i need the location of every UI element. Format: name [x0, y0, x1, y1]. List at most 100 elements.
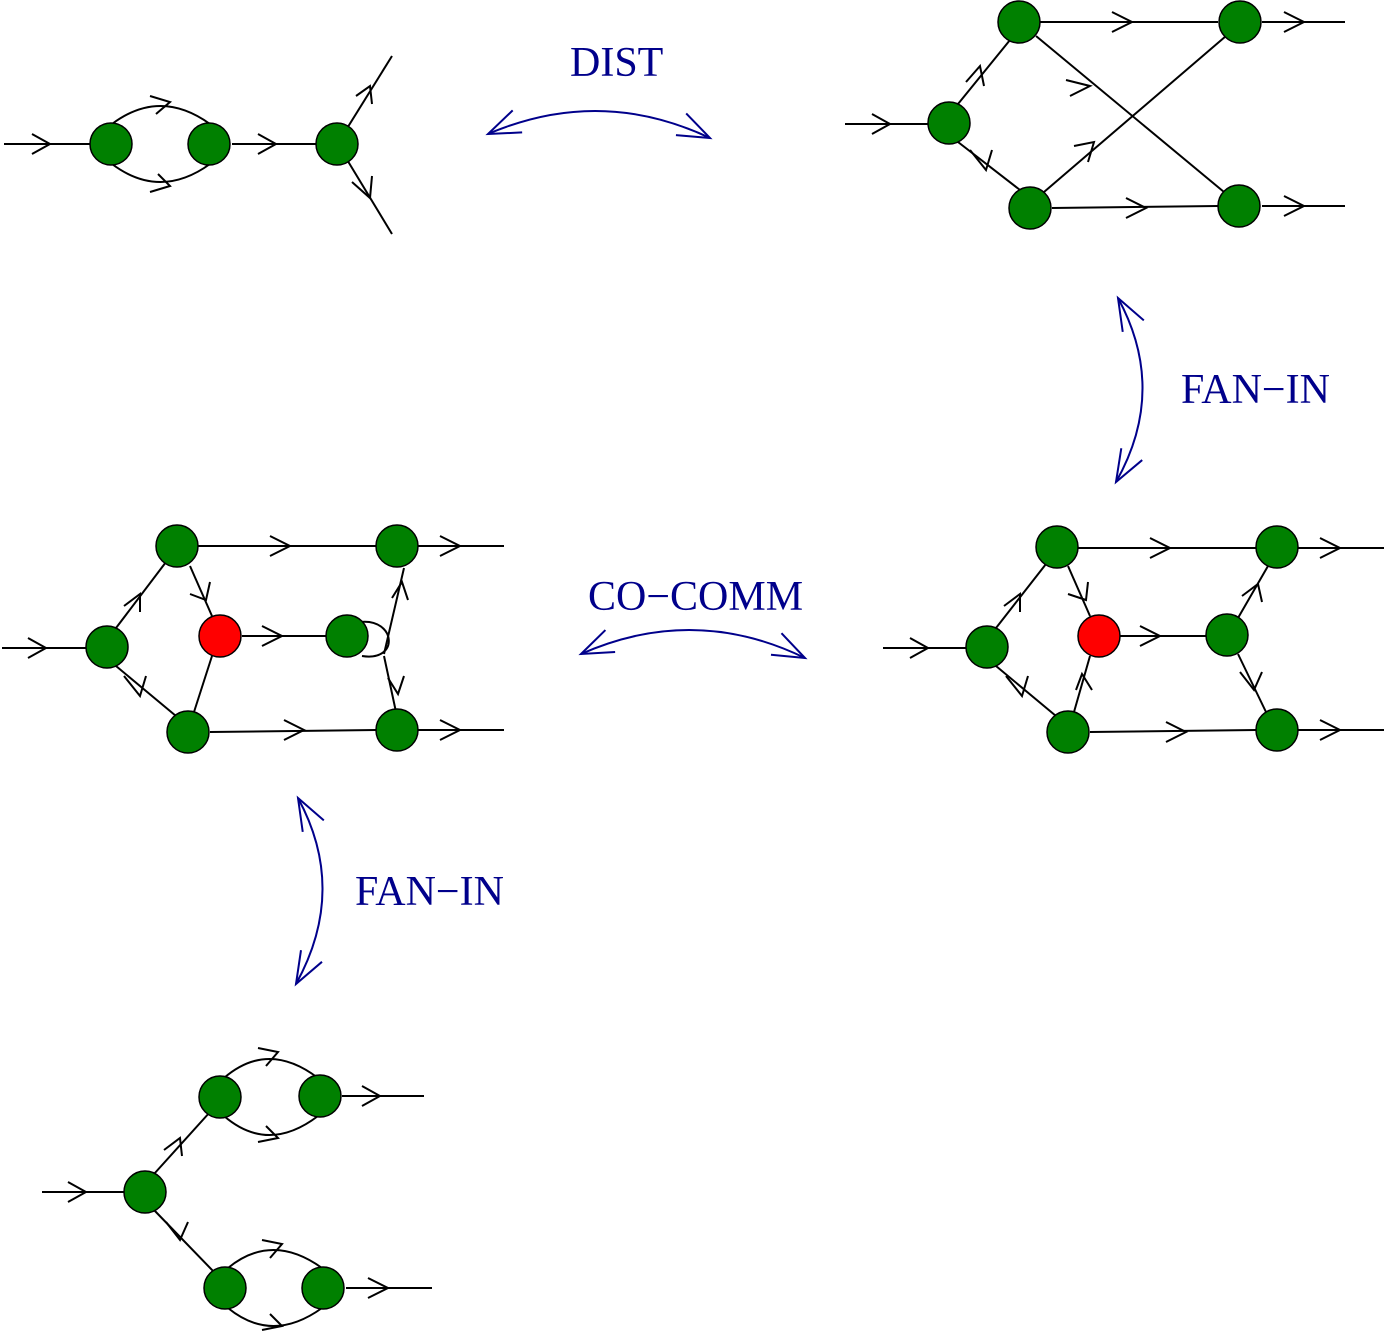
graph-node	[1255, 708, 1299, 752]
edge-arrow-icon	[909, 637, 931, 659]
graph-node	[187, 122, 231, 166]
graph-node	[1205, 613, 1249, 657]
edge-arrow-icon	[1005, 675, 1029, 699]
edge-arrow-icon	[1165, 721, 1189, 743]
graph-node	[325, 614, 369, 658]
graph-node	[1035, 525, 1079, 569]
graph-top-right	[845, 0, 1345, 230]
edge-arrow-icon	[1241, 582, 1263, 603]
double-arrow-icon	[485, 109, 713, 140]
edge	[1035, 35, 1225, 193]
edge-arrow-icon	[1283, 195, 1307, 217]
edge-arrow-icon	[261, 625, 285, 647]
graph-middle-right	[883, 525, 1384, 754]
edge	[359, 620, 390, 658]
edge-arrow-icon	[149, 173, 172, 193]
graph-node	[203, 1266, 247, 1310]
edge-arrow-icon	[67, 1181, 89, 1203]
edge-arrow-icon	[355, 84, 373, 105]
edge-arrow-icon	[1003, 592, 1021, 612]
edge	[115, 665, 177, 717]
relation-fan-in-left: FAN−IN	[294, 795, 504, 987]
edge	[1051, 205, 1219, 209]
graph-node	[1046, 710, 1090, 754]
graph-node-red	[1077, 614, 1121, 658]
edge	[383, 655, 397, 713]
edge	[995, 665, 1057, 717]
relation-label: FAN−IN	[1181, 367, 1330, 413]
graph-bottom-left	[42, 1047, 432, 1331]
edge-arrow-icon	[269, 535, 293, 557]
edge-arrow-icon	[1283, 11, 1307, 33]
edge	[223, 1115, 319, 1136]
edge	[223, 1058, 319, 1079]
edge-arrow-icon	[1149, 537, 1173, 559]
edge	[345, 55, 393, 131]
edge	[957, 141, 1021, 191]
relation-label: DIST	[570, 40, 663, 86]
edge	[111, 163, 211, 183]
edge-arrow-icon	[149, 95, 173, 115]
graph-node	[1218, 0, 1262, 44]
edge-arrow-icon	[1067, 581, 1089, 602]
edge-arrow-icon	[361, 1085, 383, 1107]
edge	[227, 1249, 323, 1269]
edge-arrow-icon	[257, 1047, 280, 1067]
graph-node	[301, 1266, 345, 1310]
edge-arrow-icon	[1319, 537, 1343, 559]
relation-fan-in-right: FAN−IN	[1114, 295, 1330, 485]
graph-node	[155, 524, 199, 568]
edge-arrow-icon	[257, 133, 279, 155]
edge	[209, 729, 377, 733]
graph-node	[85, 625, 129, 669]
edge	[189, 565, 213, 617]
graph-node	[166, 710, 210, 754]
edge-arrow-icon	[257, 1125, 281, 1143]
double-arrow-icon	[578, 629, 808, 660]
edge-arrow-icon	[261, 1313, 285, 1331]
edge-arrow-icon	[1065, 79, 1093, 97]
edge	[1237, 565, 1269, 619]
edge	[153, 1209, 215, 1273]
edge-arrow-icon	[1073, 140, 1096, 163]
edge-arrow-icon	[165, 1221, 189, 1242]
edge	[1237, 653, 1267, 713]
relation-label: CO−COMM	[588, 574, 803, 620]
edge	[957, 39, 1011, 105]
edge	[1089, 729, 1257, 733]
edge	[111, 105, 211, 125]
edge	[193, 655, 213, 713]
edge-arrow-icon	[163, 1136, 183, 1157]
edge-arrow-icon	[965, 63, 985, 87]
edge-arrow-icon	[391, 579, 409, 601]
graph-node	[1008, 186, 1052, 230]
edge-arrow-icon	[1319, 719, 1343, 741]
edge-arrow-icon	[31, 133, 53, 155]
graph-node	[123, 1170, 167, 1214]
edge	[1073, 655, 1091, 713]
edge-arrow-icon	[439, 719, 463, 741]
edge-arrow-icon	[1125, 197, 1149, 219]
graph-node	[298, 1074, 342, 1118]
edge	[1067, 565, 1091, 617]
edge-arrow-icon	[283, 719, 307, 741]
edge	[153, 1111, 211, 1175]
graph-top-left	[4, 55, 393, 235]
graph-node	[1255, 525, 1299, 569]
double-arrow-icon	[1114, 295, 1145, 485]
graph-middle-left	[2, 524, 504, 754]
graph-node	[315, 122, 359, 166]
edge-arrow-icon	[123, 675, 147, 699]
edge-arrow-icon	[1139, 625, 1163, 647]
edge-arrow-icon	[351, 175, 373, 201]
graph-node	[89, 122, 133, 166]
edge-arrow-icon	[387, 675, 405, 697]
graph-node-red	[198, 614, 242, 658]
relation-label: FAN−IN	[355, 869, 504, 915]
edge	[227, 1307, 323, 1327]
graph-node	[375, 524, 419, 568]
edge-arrow-icon	[1111, 11, 1135, 33]
edge	[383, 567, 405, 655]
graph-node	[997, 0, 1041, 44]
